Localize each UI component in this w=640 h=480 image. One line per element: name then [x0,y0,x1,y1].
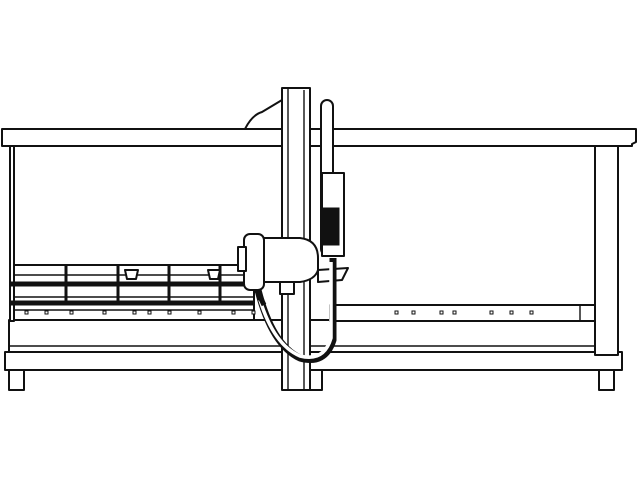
rail-hole [197,310,202,315]
rail-hole [251,310,256,315]
column-bracket [244,99,283,130]
rail-hole [509,310,514,315]
rail-hole [69,310,74,315]
rail-hole [394,310,399,315]
rail-hole [102,310,107,315]
rail-hole [439,310,444,315]
rail-hole [489,310,494,315]
saw-motor [237,233,319,295]
bar-dividers [64,264,222,302]
right-rail [329,304,596,322]
rail-hole [24,310,29,315]
clamp [207,269,221,280]
rail-hole [231,310,236,315]
rail-hole [452,310,457,315]
saw-guide [317,99,349,283]
rail-hole [44,310,49,315]
clamp [124,269,139,280]
rail-holes [24,310,534,315]
rail-hole [529,310,534,315]
rail-hole [132,310,137,315]
rail-hole [411,310,416,315]
table-top [1,128,637,147]
rail-hole [167,310,172,315]
rail-hole [147,310,152,315]
feet [8,369,615,391]
